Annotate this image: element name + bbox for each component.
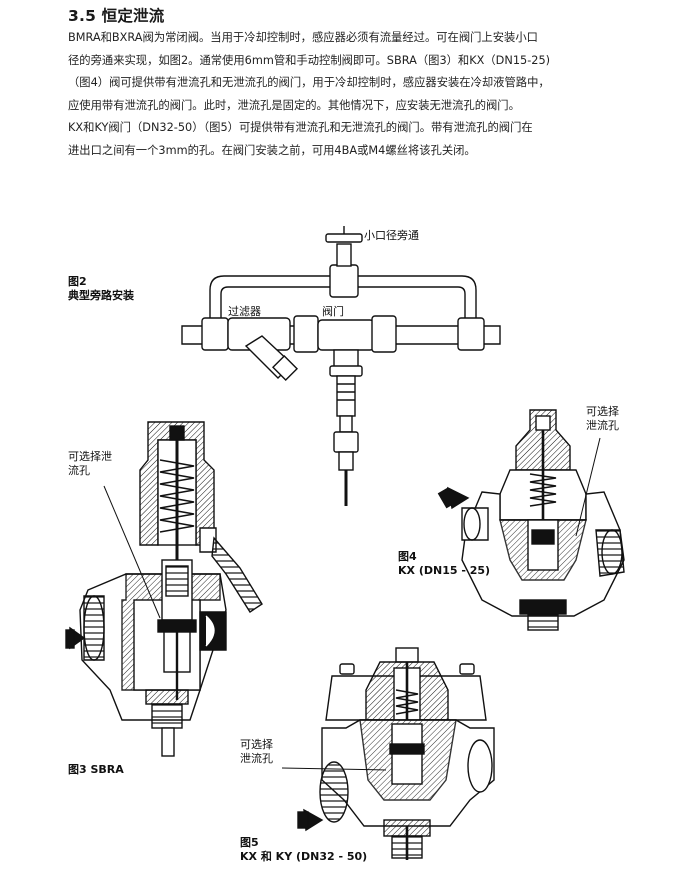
section-paragraph: BMRA和BXRA阀为常闭阀。当用于冷却控制时，感应器必须有流量经过。可在阀门上… — [68, 27, 628, 163]
figure4-callout-line2: 泄流孔 — [586, 419, 619, 432]
figure2-strainer-callout: 过滤器 — [228, 305, 261, 318]
figure2-title: 典型旁路安装 — [68, 289, 134, 302]
paragraph-line: KX和KY阀门（DN32-50）（图5）可提供带有泄流孔和无泄流孔的阀门。带有泄… — [68, 121, 533, 135]
figure5-orifice-callout: 可选择 泄流孔 — [240, 738, 273, 766]
figure4-model: KX (DN15 - 25) — [398, 564, 491, 577]
figure3-label: 图3 SBRA — [68, 763, 124, 776]
paragraph-line: 进出口之间有一个3mm的孔。在阀门安装之前，可用4BA或M4螺丝将该孔关闭。 — [68, 143, 476, 157]
figure4-callout-line1: 可选择 — [586, 405, 619, 418]
figure2-caption: 图2 典型旁路安装 — [68, 275, 134, 303]
figure5-number: 图5 — [240, 836, 259, 849]
paragraph-line: （图4）阀可提供带有泄流孔和无泄流孔的阀门，用于冷却控制时，感应器安装在冷却液管… — [68, 76, 550, 90]
paragraph-line: 应使用带有泄流孔的阀门。此时，泄流孔是固定的。其他情况下，应安装无泄流孔的阀门。 — [68, 98, 520, 112]
figure5-callout-line1: 可选择 — [240, 738, 273, 751]
figure3-sbra-drawing — [65, 421, 263, 757]
figure4-orifice-callout: 可选择 泄流孔 — [586, 405, 619, 433]
figure3-caption: 图3 SBRA — [68, 763, 124, 777]
figure2-bypass-callout: 小口径旁通 — [364, 229, 419, 242]
figure4-kx-small-drawing — [437, 409, 625, 631]
paragraph-line: BMRA和BXRA阀为常闭阀。当用于冷却控制时，感应器必须有流量经过。可在阀门上… — [68, 31, 538, 44]
figure5-caption: 图5 KX 和 KY (DN32 - 50) — [240, 836, 367, 864]
figure3-callout-line2: 流孔 — [68, 464, 90, 477]
figure2-number: 图2 — [68, 275, 87, 288]
figure2-bypass-drawing — [181, 226, 501, 506]
figure5-callout-line2: 泄流孔 — [240, 752, 273, 765]
figure3-orifice-callout: 可选择泄 流孔 — [68, 450, 112, 478]
figure4-number: 图4 — [398, 550, 417, 563]
figure5-model: KX 和 KY (DN32 - 50) — [240, 850, 368, 863]
figure2-valve-callout: 阀门 — [322, 305, 344, 318]
figure4-caption: 图4 KX (DN15 - 25) — [398, 550, 490, 578]
paragraph-line: 径的旁通来实现，如图2。通常使用6mm管和手动控制阀即可。SBRA（图3）和KX… — [68, 53, 551, 67]
section-heading: 3.5 恒定泄流 — [68, 7, 165, 25]
figure5-kx-ky-large-drawing — [281, 647, 495, 860]
figure3-callout-line1: 可选择泄 — [68, 450, 112, 463]
